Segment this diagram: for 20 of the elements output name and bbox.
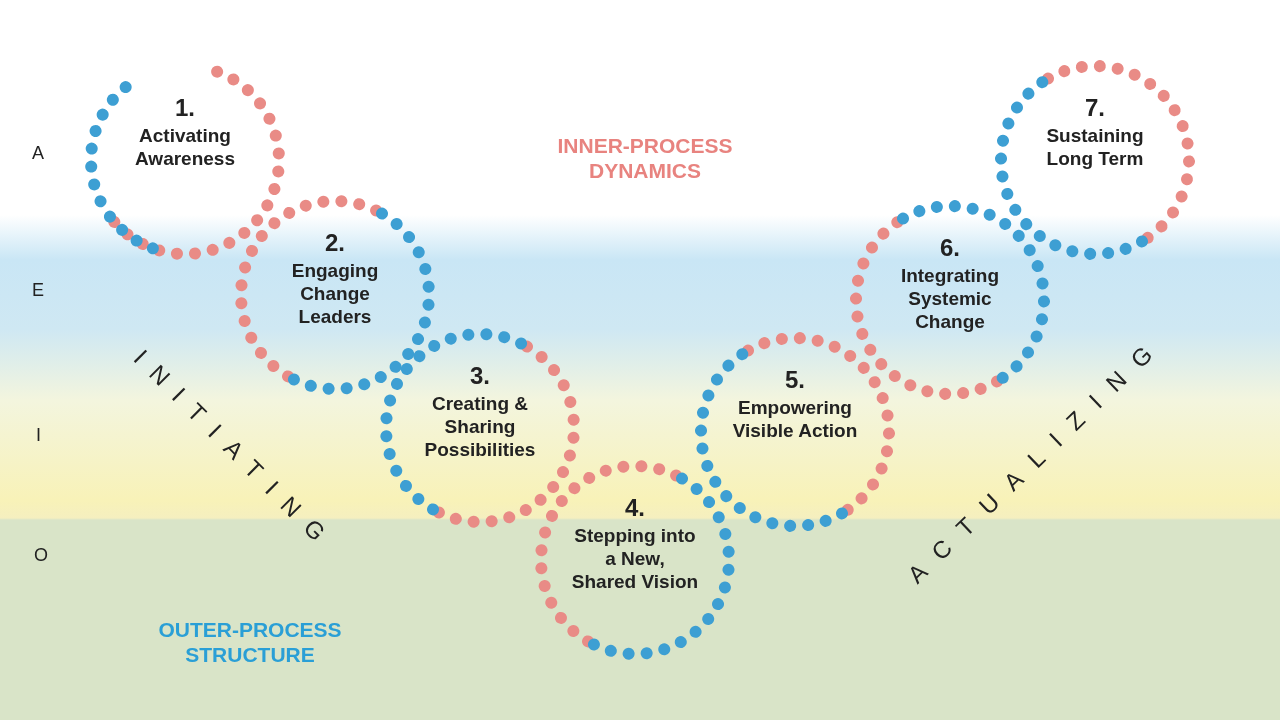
axis-letter: E <box>32 280 44 301</box>
axis-letter: O <box>34 545 48 566</box>
step-title: Sustaining Long Term <box>1045 124 1145 170</box>
axis-letter: A <box>32 143 44 164</box>
step-title: Empowering Visible Action <box>731 396 859 442</box>
step-number: 6. <box>938 234 961 262</box>
step-number: 7. <box>1083 94 1106 122</box>
step-number: 1. <box>173 94 196 122</box>
axis-letter: I <box>36 425 41 446</box>
step-number: 3. <box>468 362 491 390</box>
step-title: Activating Awareness <box>134 124 236 170</box>
step-number: 4. <box>623 494 646 522</box>
step-title: Integrating Systemic Change <box>899 264 1001 333</box>
step-number: 2. <box>323 229 346 257</box>
region-label: INNER-PROCESS DYNAMICS <box>556 133 734 183</box>
step-title: Engaging Change Leaders <box>290 259 380 328</box>
step-number: 5. <box>783 366 806 394</box>
step-title: Stepping into a New, Shared Vision <box>571 524 699 593</box>
step-title: Creating & Sharing Possibilities <box>423 392 537 461</box>
region-label: OUTER-PROCESS STRUCTURE <box>157 617 343 667</box>
